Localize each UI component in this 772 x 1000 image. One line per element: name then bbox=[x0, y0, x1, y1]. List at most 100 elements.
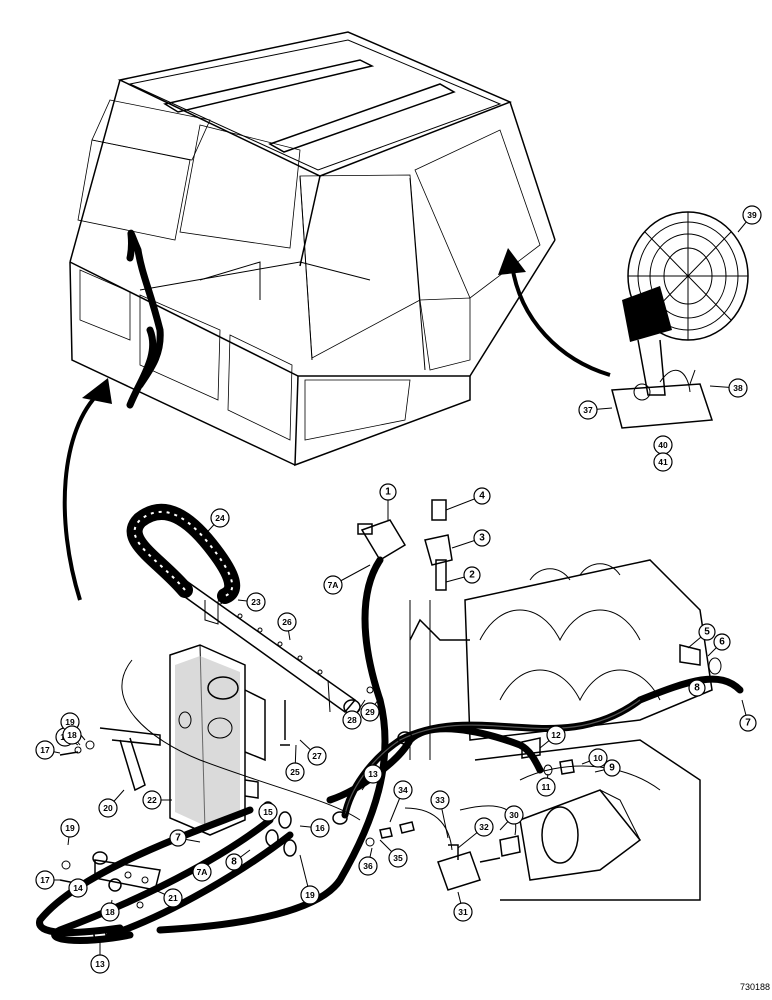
callout-number: 23 bbox=[251, 597, 261, 607]
callout-number: 1 bbox=[385, 487, 391, 498]
callout-circle bbox=[363, 764, 383, 784]
callout-circle bbox=[98, 798, 118, 818]
callout-circle bbox=[258, 802, 278, 822]
callout-40: 40 bbox=[653, 435, 673, 455]
callout-18: 18 bbox=[100, 899, 120, 922]
callout-circle bbox=[453, 902, 473, 922]
callout-circle bbox=[90, 954, 110, 974]
callout-circle bbox=[546, 725, 566, 745]
callout-circle bbox=[388, 848, 408, 868]
callout-circle bbox=[474, 817, 494, 837]
callout-35: 35 bbox=[379, 839, 408, 868]
callout-number: 39 bbox=[747, 210, 757, 220]
callout-circle bbox=[713, 633, 731, 651]
callout-number: 38 bbox=[733, 383, 743, 393]
callout-number: 9 bbox=[609, 763, 615, 774]
callout-number: 22 bbox=[147, 795, 157, 805]
callout-6: 6 bbox=[707, 633, 731, 657]
heater-core bbox=[169, 644, 266, 836]
callout-number: 18 bbox=[67, 730, 77, 740]
heater-hoses bbox=[36, 556, 744, 944]
callout-number: 8 bbox=[694, 683, 700, 694]
callout-number: 8 bbox=[231, 857, 237, 868]
callout-number: 19 bbox=[305, 890, 315, 900]
callout-number: 6 bbox=[719, 637, 725, 648]
callout-number: 3 bbox=[479, 533, 485, 544]
callout-16: 16 bbox=[299, 818, 330, 838]
callout-7: 7 bbox=[169, 829, 201, 847]
operator-cab bbox=[69, 31, 556, 467]
callout-number: 17 bbox=[40, 745, 50, 755]
callout-25: 25 bbox=[285, 744, 305, 782]
callout-circle bbox=[379, 483, 397, 501]
air-duct bbox=[126, 503, 361, 715]
callout-18: 18 bbox=[62, 725, 82, 746]
callout-circle bbox=[393, 780, 413, 800]
callout-circle bbox=[342, 710, 362, 730]
callout-circle bbox=[698, 623, 716, 641]
callout-number: 15 bbox=[263, 807, 273, 817]
callout-circle bbox=[310, 818, 330, 838]
callout-19: 19 bbox=[60, 818, 80, 846]
callout-number: 11 bbox=[542, 782, 551, 792]
electric-switch bbox=[437, 835, 521, 891]
callout-number: 36 bbox=[363, 861, 373, 871]
callout-12: 12 bbox=[539, 725, 566, 749]
callout-17: 17 bbox=[35, 740, 61, 760]
callout-number: 7A bbox=[197, 867, 208, 877]
callout-number: 7 bbox=[745, 718, 751, 729]
callout-39: 39 bbox=[737, 205, 762, 233]
callout-circle bbox=[578, 400, 598, 420]
callout-number: 14 bbox=[73, 883, 83, 893]
fitting-parts bbox=[357, 499, 722, 776]
callout-number: 40 bbox=[658, 440, 668, 450]
callout-number: 28 bbox=[347, 715, 357, 725]
callout-3: 3 bbox=[451, 529, 491, 549]
callout-circle bbox=[688, 679, 706, 697]
callout-7: 7 bbox=[739, 699, 757, 732]
callout-20: 20 bbox=[98, 789, 125, 818]
callout-32: 32 bbox=[457, 817, 494, 849]
callout-circle bbox=[300, 885, 320, 905]
clamps bbox=[59, 686, 415, 941]
callout-10: 10 bbox=[581, 748, 608, 768]
callout-26: 26 bbox=[277, 612, 297, 641]
callout-9: 9 bbox=[594, 759, 621, 777]
callout-circle bbox=[653, 452, 673, 472]
callout-circle bbox=[192, 862, 212, 882]
callout-27: 27 bbox=[299, 739, 327, 766]
callout-circle bbox=[100, 902, 120, 922]
callout-22: 22 bbox=[142, 790, 172, 810]
callout-circle bbox=[463, 566, 481, 584]
callout-28: 28 bbox=[342, 699, 366, 730]
callout-23: 23 bbox=[237, 592, 266, 612]
callout-number: 21 bbox=[168, 893, 178, 903]
callout-circle bbox=[323, 575, 343, 595]
callout-31: 31 bbox=[453, 891, 473, 922]
callout-number: 7 bbox=[175, 833, 181, 844]
callout-30: 30 bbox=[499, 805, 524, 831]
callout-36: 36 bbox=[358, 847, 378, 876]
callout-15: 15 bbox=[258, 802, 278, 822]
callout-circle bbox=[62, 725, 82, 745]
callout-number: 31 bbox=[458, 907, 468, 917]
callout-number: 19 bbox=[65, 823, 75, 833]
callout-4: 4 bbox=[445, 487, 491, 511]
callout-circle bbox=[536, 777, 556, 797]
callout-circle bbox=[307, 746, 327, 766]
callout-number: 35 bbox=[393, 853, 403, 863]
callout-number: 29 bbox=[365, 707, 375, 717]
callout-number: 5 bbox=[704, 627, 710, 638]
callout-circle bbox=[285, 762, 305, 782]
callout-number: 12 bbox=[551, 730, 561, 740]
callout-8: 8 bbox=[225, 849, 251, 871]
callout-number: 32 bbox=[479, 822, 489, 832]
callout-14: 14 bbox=[68, 878, 96, 898]
callout-number: 10 bbox=[593, 753, 603, 763]
figure-number: 730188 bbox=[740, 982, 770, 992]
callout-circle bbox=[504, 805, 524, 825]
callout-11: 11 bbox=[536, 773, 556, 797]
callout-number: 18 bbox=[105, 907, 115, 917]
callout-number: 2 bbox=[469, 570, 475, 581]
callout-number: 13 bbox=[368, 769, 378, 779]
